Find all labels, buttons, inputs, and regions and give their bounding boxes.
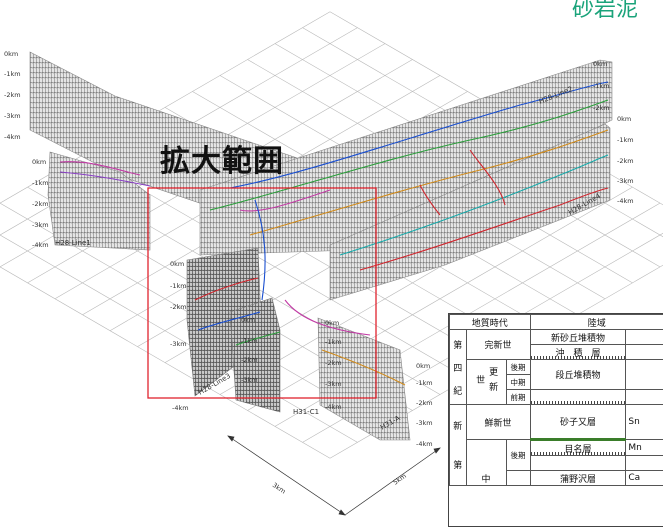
sub-early: 前期 — [506, 390, 530, 405]
h31a-tick: -1km — [416, 379, 433, 387]
unit-bottom: 蒲野沢層 — [530, 471, 626, 486]
code-bottom: Ca — [626, 471, 663, 486]
line2-tick: -1km — [593, 82, 610, 90]
line3-tick: 0km — [170, 260, 184, 268]
line4-tick: -2km — [617, 157, 634, 165]
unit-alluvium: 沖 積 層 — [530, 345, 626, 360]
line3-tick: -4km — [172, 404, 189, 412]
unit-mena: 目名層 — [530, 440, 626, 456]
era-neogene: 新 第 — [450, 405, 467, 486]
line1-tick: -2km — [32, 200, 49, 208]
epoch-pleistocene: 更新世 — [466, 360, 506, 405]
code-cell — [626, 345, 663, 360]
scale-label-3km: 3km — [271, 481, 287, 496]
stratigraphy-table: 地質時代 陸域 第 四 紀 完新世 新砂丘堆積物 沖 積 層 更新世 — [448, 313, 663, 527]
h31a-tick: -2km — [416, 399, 433, 407]
label-h31-c1: H31-C1 — [293, 408, 319, 416]
code-sn: Sn — [626, 405, 663, 440]
h31a-tick: -3km — [416, 419, 433, 427]
right-wall-tick: -4km — [325, 403, 342, 411]
sub-late: 後期 — [506, 360, 530, 375]
code-cell — [626, 390, 663, 405]
era-quaternary-top: 第 四 紀 — [450, 330, 467, 405]
c1-tick: -1km — [241, 337, 258, 345]
epoch-middle: 中 — [466, 440, 506, 486]
code-cell — [626, 330, 663, 345]
right-wall-tick: -2km — [325, 359, 342, 367]
back-wall-tick: -1km — [4, 70, 21, 78]
scale-label-5km: 5km — [392, 472, 408, 487]
epoch-pleistocene-text: 更新世 — [473, 360, 499, 404]
header-geologic-age: 地質時代 — [450, 315, 531, 330]
line2-tick: 0km — [593, 60, 607, 68]
code-cell — [626, 456, 663, 471]
unit-gap — [530, 456, 626, 471]
sub-empty — [506, 471, 530, 486]
line4-tick: 0km — [617, 115, 631, 123]
line4-tick: -4km — [617, 197, 634, 205]
unit-terrace: 段丘堆積物 — [530, 360, 626, 390]
unit-dune: 新砂丘堆積物 — [530, 330, 626, 345]
right-wall-tick: -3km — [325, 380, 342, 388]
line2-tick: -2km — [593, 104, 610, 112]
back-wall-tick: 0km — [4, 50, 18, 58]
line1-tick: -1km — [32, 179, 49, 187]
c1-tick: -3km — [241, 376, 258, 384]
c1-tick: -2km — [241, 356, 258, 364]
corner-title: 砂岩泥 — [572, 0, 638, 23]
unit-sunagomata: 砂子又層 — [530, 405, 626, 440]
sub-middle: 中期 — [506, 375, 530, 390]
line1-tick: -3km — [32, 221, 49, 229]
era-char: 第 — [450, 458, 466, 471]
right-wall-tick: 0km — [325, 319, 339, 327]
code-cell — [626, 360, 663, 390]
h31a-tick: 0km — [416, 362, 430, 370]
h31a-tick: -4km — [416, 440, 433, 448]
line3-tick: -1km — [170, 282, 187, 290]
code-mn: Mn — [626, 440, 663, 456]
label-h28-line1: H28-Line1 — [55, 239, 91, 247]
era-char: 四 — [450, 361, 466, 374]
sub-late-miocene: 後期 — [506, 440, 530, 471]
scale-bars — [228, 436, 440, 515]
line1-tick: -4km — [32, 241, 49, 249]
line4-tick: -1km — [617, 136, 634, 144]
era-char: 紀 — [450, 384, 466, 397]
back-wall-tick: -2km — [4, 91, 21, 99]
back-wall-tick: -3km — [4, 112, 21, 120]
c1-tick: 0km — [241, 316, 255, 324]
era-char: 新 — [450, 419, 466, 432]
line1-tick: 0km — [32, 158, 46, 166]
line3-tick: -2km — [170, 303, 187, 311]
header-land-area: 陸域 — [530, 315, 663, 330]
epoch-holocene: 完新世 — [466, 330, 530, 360]
era-char: 第 — [450, 338, 466, 351]
grid-line — [0, 235, 330, 458]
line4-tick: -3km — [617, 177, 634, 185]
line3-tick: -3km — [170, 340, 187, 348]
back-wall-tick: -4km — [4, 133, 21, 141]
epoch-pliocene: 鮮新世 — [466, 405, 530, 440]
zoom-extent-label: 拡大範囲 — [160, 136, 284, 180]
stratigraphy-grid: 地質時代 陸域 第 四 紀 完新世 新砂丘堆積物 沖 積 層 更新世 — [449, 314, 663, 486]
right-wall-tick: -1km — [325, 338, 342, 346]
unconformity — [530, 390, 626, 405]
